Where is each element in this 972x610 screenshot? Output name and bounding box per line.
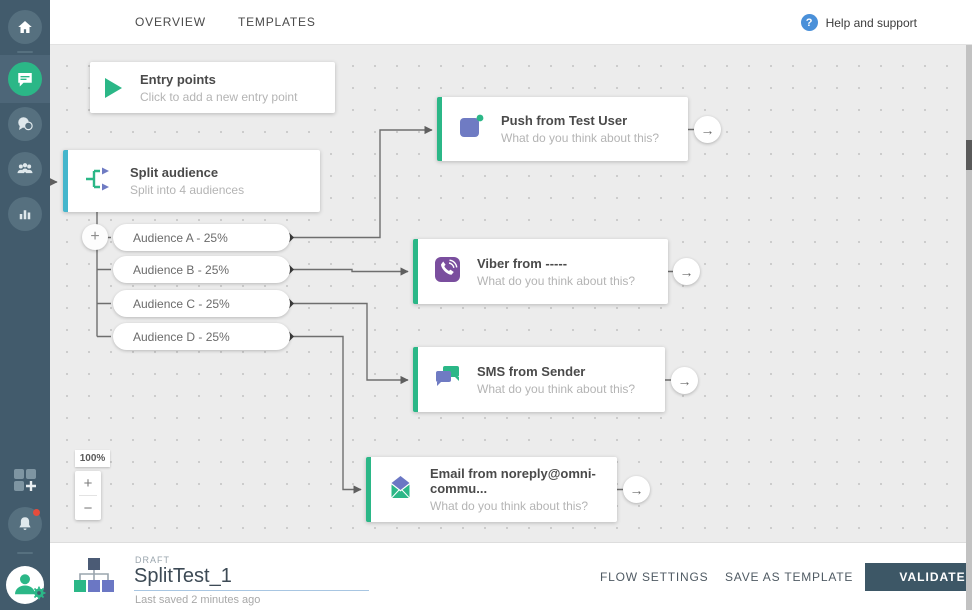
viber-icon [434, 256, 461, 288]
play-icon [105, 77, 122, 98]
push-icon [458, 113, 485, 145]
node-title: Email from noreply@omni-commu... [430, 466, 596, 496]
email-icon [387, 474, 414, 506]
flow-settings-button[interactable]: FLOW SETTINGS [600, 570, 709, 584]
zoom-out-button[interactable]: − [83, 499, 93, 517]
zoom-level-badge: 100% [75, 450, 110, 467]
notification-dot [33, 509, 40, 516]
sms-next-step-button[interactable]: → [671, 367, 698, 394]
audience-c-branch[interactable]: Audience C - 25% [113, 290, 290, 317]
flow-tree-icon [72, 554, 116, 603]
sms-icon [434, 364, 461, 396]
node-subtitle: What do you think about this? [477, 381, 636, 396]
sidebar-divider [17, 552, 33, 554]
email-next-step-button[interactable]: → [623, 476, 650, 503]
node-title: SMS from Sender [477, 363, 586, 379]
help-label: Help and support [825, 15, 917, 30]
entry-title: Entry points [140, 71, 216, 87]
audience-d-branch[interactable]: Audience D - 25% [113, 323, 290, 350]
avatar [10, 568, 40, 603]
split-subtitle: Split into 4 audiences [130, 183, 245, 197]
node-subtitle: What do you think about this? [430, 499, 589, 513]
audience-a-branch[interactable]: Audience A - 25% [113, 224, 290, 251]
node-subtitle: What do you think about this? [501, 131, 660, 145]
sidebar-item-analytics[interactable] [0, 190, 50, 238]
zoom-controls: + − [75, 471, 101, 520]
zoom-divider [79, 495, 97, 496]
split-audience-node[interactable]: Split audience Split into 4 audiences [63, 150, 320, 212]
email-message-node[interactable]: Email from noreply@omni-commu... What do… [366, 457, 617, 522]
draft-status-badge: DRAFT [135, 555, 170, 565]
node-subtitle: What do you think about this? [477, 273, 636, 288]
sidebar-item-home[interactable] [0, 3, 50, 51]
apps-grid-icon [12, 467, 38, 498]
bell-icon [8, 507, 42, 541]
validate-button[interactable]: VALIDATE [865, 563, 972, 591]
sidebar-item-apps[interactable] [0, 458, 50, 506]
entry-subtitle: Click to add a new entry point [140, 89, 298, 104]
sidebar-item-audience[interactable] [0, 145, 50, 193]
node-title: Push from Test User [501, 113, 628, 128]
split-title: Split audience [130, 165, 219, 180]
message-flow-icon [8, 62, 42, 96]
last-saved-text: Last saved 2 minutes ago [135, 594, 261, 606]
sidebar-item-chat[interactable] [0, 100, 50, 148]
tab-templates[interactable]: TEMPLATES [238, 15, 316, 29]
save-as-template-button[interactable]: SAVE AS TEMPLATE [725, 570, 854, 584]
sidebar-item-communications[interactable] [0, 55, 50, 103]
people-icon [8, 152, 42, 186]
node-title: Viber from ----- [477, 255, 568, 271]
push-next-step-button[interactable]: → [694, 116, 721, 143]
sms-message-node[interactable]: SMS from Sender What do you think about … [413, 347, 665, 412]
zoom-in-button[interactable]: + [83, 474, 93, 492]
scrollbar-thumb[interactable] [966, 140, 972, 170]
top-navigation: OVERVIEW TEMPLATES ? Help and support [50, 0, 972, 45]
audience-b-branch[interactable]: Audience B - 25% [113, 256, 290, 283]
split-icon [84, 166, 114, 197]
question-mark-icon: ? [800, 14, 818, 31]
home-icon [8, 10, 42, 44]
add-branch-button[interactable]: + [82, 224, 108, 250]
sidebar-item-profile[interactable] [6, 566, 46, 605]
sidebar-divider [17, 51, 33, 53]
help-and-support-button[interactable]: ? Help and support [800, 0, 917, 45]
sidebar-item-notifications[interactable] [0, 500, 50, 548]
viber-message-node[interactable]: Viber from ----- What do you think about… [413, 239, 668, 304]
chat-bubbles-icon [8, 107, 42, 141]
bar-chart-icon [8, 197, 42, 231]
bottom-action-bar: DRAFT Last saved 2 minutes ago FLOW SETT… [50, 542, 972, 610]
viber-next-step-button[interactable]: → [673, 258, 700, 285]
tab-overview[interactable]: OVERVIEW [135, 15, 206, 29]
flow-name-input[interactable] [134, 565, 369, 591]
push-message-node[interactable]: Push from Test User What do you think ab… [437, 97, 688, 161]
settings-gear-icon [32, 586, 46, 605]
sidebar [0, 0, 50, 610]
entry-points-node[interactable]: Entry points Click to add a new entry po… [90, 62, 335, 113]
vertical-scrollbar[interactable] [966, 45, 972, 610]
